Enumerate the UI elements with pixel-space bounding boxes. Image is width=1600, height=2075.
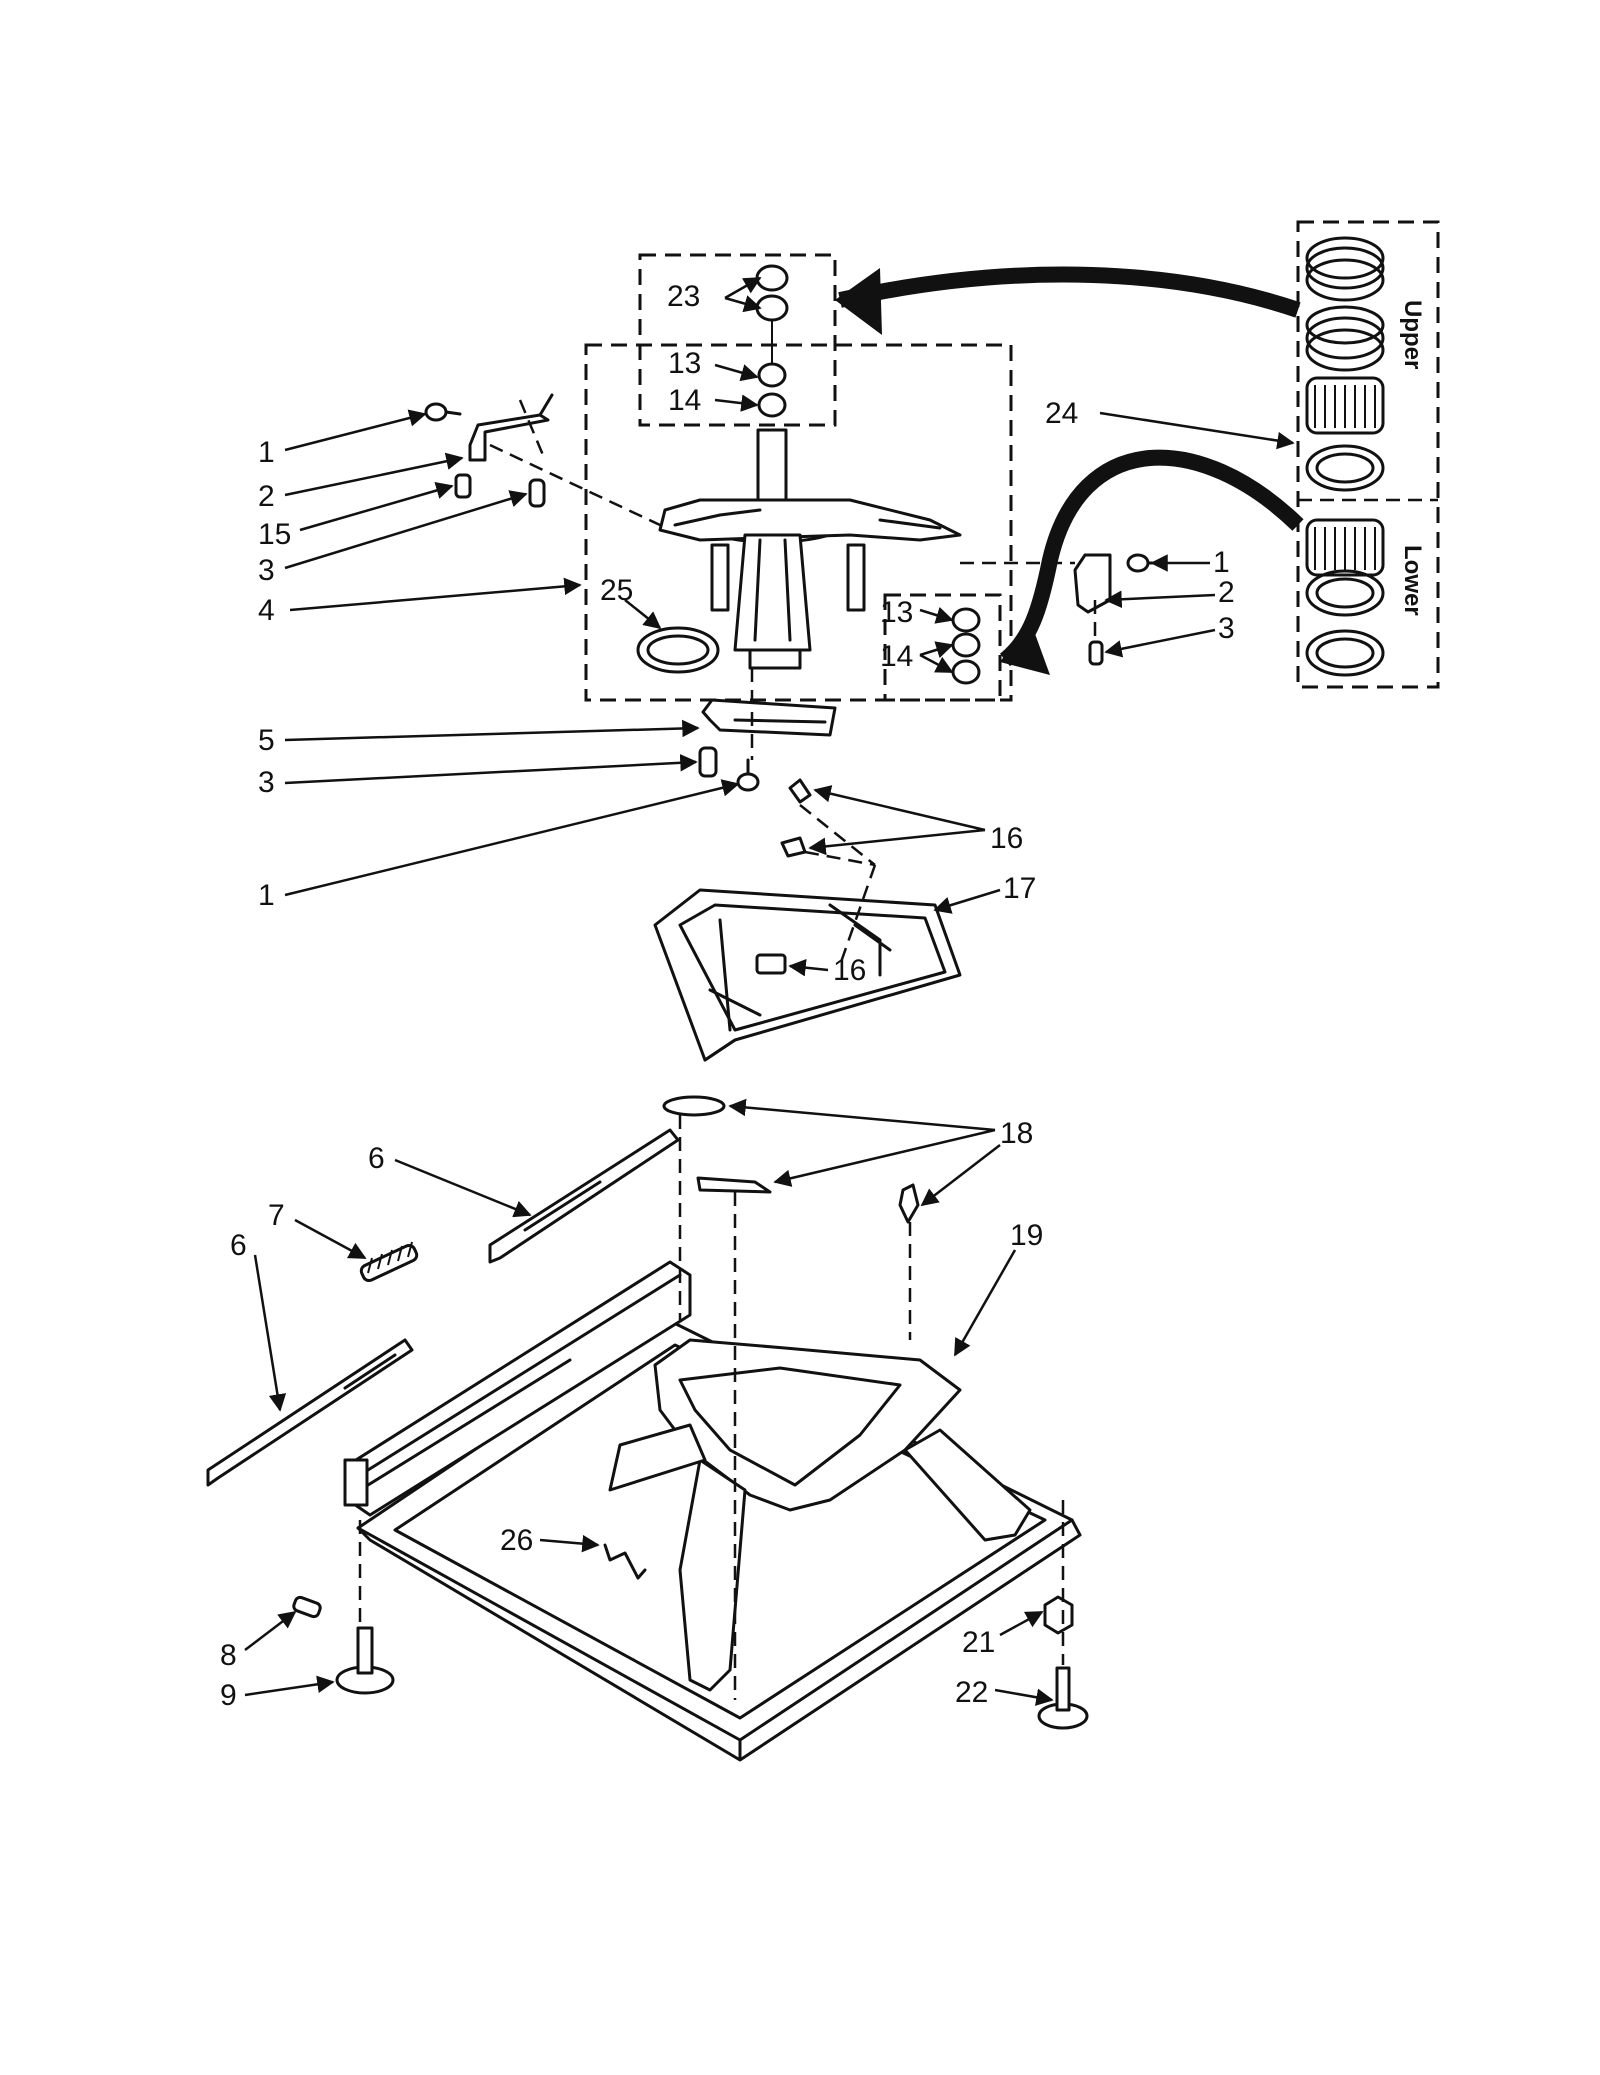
lower-bearing-parts [951, 607, 981, 685]
label-15: 15 [258, 518, 291, 551]
right-bracket [1073, 553, 1162, 666]
label-16-bottom: 16 [833, 954, 866, 987]
label-24: 24 [1045, 397, 1078, 430]
base-frame-19 [356, 1318, 1082, 1762]
label-22: 22 [955, 1676, 988, 1709]
callout-labels: 23 13 14 24 1 2 15 3 4 25 1 2 3 13 14 5 … [220, 280, 1235, 1712]
label-21: 21 [962, 1626, 995, 1659]
left-bracket-dash [518, 399, 547, 461]
label-5: 5 [258, 724, 275, 757]
bearing-kit-rings [1305, 236, 1385, 677]
wire-clip-26 [603, 1543, 647, 1580]
leg-assembly-left [292, 1595, 395, 1695]
label-9: 9 [220, 1679, 237, 1712]
leader-lines [244, 276, 1295, 1706]
label-17: 17 [1003, 872, 1036, 905]
label-14-lower: 14 [880, 640, 913, 673]
left-bracket [424, 393, 554, 508]
upper-bearing-parts [755, 264, 789, 418]
upper-bearing-box [638, 253, 837, 427]
bracket-5 [698, 698, 837, 792]
label-8: 8 [220, 1639, 237, 1672]
upper-arrow-head [835, 268, 882, 335]
label-26: 26 [500, 1524, 533, 1557]
side-rails-6 [206, 1128, 680, 1487]
label-14-upper: 14 [668, 384, 701, 417]
lower-arrow [999, 449, 1304, 667]
label-1-mid: 1 [258, 879, 275, 912]
seal-25 [636, 626, 720, 674]
label-6-top: 6 [368, 1142, 385, 1175]
lower-arrow-head [1000, 620, 1050, 675]
front-rail [343, 1260, 692, 1517]
spin-tub-box [584, 343, 1013, 702]
label-3-left: 3 [258, 554, 275, 587]
label-7: 7 [268, 1199, 285, 1232]
label-18: 18 [1000, 1117, 1033, 1150]
label-6-left: 6 [230, 1229, 247, 1262]
label-23: 23 [667, 280, 700, 313]
clips-18 [662, 1095, 920, 1224]
pad-dash-1 [799, 804, 876, 866]
bearing-kit-box [1296, 220, 1440, 689]
lower-bearing-box [883, 593, 1002, 702]
label-16-top: 16 [990, 822, 1023, 855]
pads-16 [755, 778, 812, 975]
spring-7 [359, 1241, 419, 1283]
label-25: 25 [600, 574, 633, 607]
label-13-lower: 13 [880, 596, 913, 629]
pad-dash-2 [804, 850, 876, 867]
spin-tub-assembly [658, 428, 962, 670]
label-1-top: 1 [258, 436, 275, 469]
lower-kit-label: Lower [1399, 545, 1426, 616]
label-1-right: 1 [1213, 546, 1230, 579]
upper-arrow [838, 266, 1301, 318]
label-19: 19 [1010, 1219, 1043, 1252]
label-4: 4 [258, 594, 275, 627]
label-2-left: 2 [258, 480, 275, 513]
left-bracket-dash-2 [489, 443, 661, 527]
label-2-right: 2 [1218, 576, 1235, 609]
upper-kit-label: Upper [1399, 300, 1426, 369]
pad-dash-3 [838, 864, 877, 966]
suspension-frame-17 [653, 888, 962, 1062]
leg-assembly-right [1037, 1595, 1089, 1730]
label-3-mid: 3 [258, 766, 275, 799]
label-3-right: 3 [1218, 612, 1235, 645]
label-13-upper: 13 [668, 347, 701, 380]
